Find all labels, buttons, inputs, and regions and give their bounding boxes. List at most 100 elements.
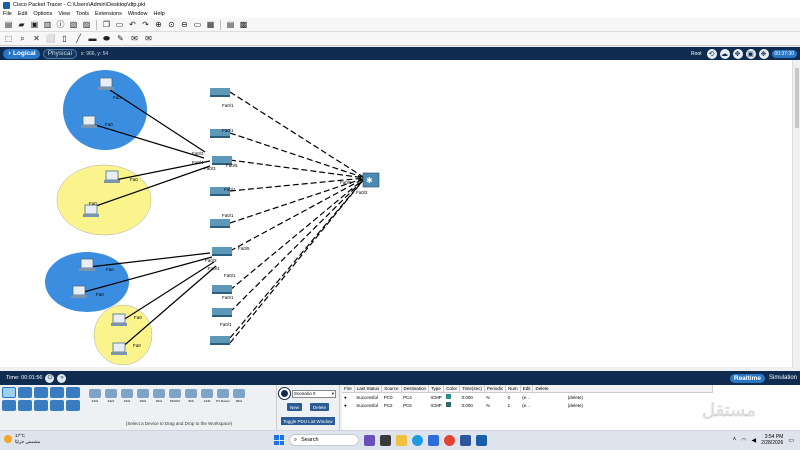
chevron-up-icon[interactable]: ˄ bbox=[732, 437, 737, 443]
switch-icon[interactable] bbox=[212, 247, 232, 256]
scenario-select[interactable]: Scenario 0 ▾ bbox=[292, 389, 336, 398]
fire-dot[interactable]: ● bbox=[344, 394, 347, 400]
new-icon[interactable]: ▤ bbox=[4, 19, 13, 29]
new-scenario-button[interactable]: New bbox=[287, 403, 303, 411]
menu-window[interactable]: Window bbox=[127, 11, 148, 17]
menu-edit[interactable]: Edit bbox=[17, 11, 28, 17]
wizard-icon[interactable]: ▧ bbox=[69, 19, 78, 29]
pc-icon[interactable] bbox=[98, 77, 114, 90]
device-item[interactable]: 4321 bbox=[104, 387, 118, 413]
task-view-icon[interactable] bbox=[364, 434, 375, 446]
device-item[interactable]: 2911 bbox=[152, 387, 166, 413]
palette-icon[interactable]: ▦ bbox=[206, 19, 215, 29]
viewport-icon[interactable]: ▣ bbox=[745, 48, 756, 59]
row-delete[interactable]: (delete) bbox=[567, 394, 583, 400]
note-icon[interactable]: ▯ bbox=[62, 33, 67, 43]
switch-icon[interactable] bbox=[210, 129, 230, 138]
pc-icon[interactable] bbox=[104, 170, 120, 183]
routers-subcategory[interactable] bbox=[2, 400, 16, 411]
line-icon[interactable]: ╱ bbox=[76, 33, 81, 43]
inspect-icon[interactable]: ⌕ bbox=[20, 33, 25, 43]
pc-icon[interactable] bbox=[83, 204, 99, 217]
switch-icon[interactable] bbox=[212, 285, 232, 294]
simulation-mode-button[interactable]: Simulation bbox=[768, 375, 797, 381]
store-icon[interactable] bbox=[428, 434, 439, 446]
fire-dot[interactable]: ● bbox=[344, 402, 347, 408]
resize-icon[interactable]: ⬜ bbox=[45, 33, 56, 43]
copy-icon[interactable]: ❐ bbox=[102, 19, 111, 29]
network-info-icon[interactable]: ▨ bbox=[82, 19, 91, 29]
select-icon[interactable]: ⬚ bbox=[4, 33, 13, 43]
connections-category[interactable] bbox=[50, 387, 64, 398]
device-item[interactable]: 1941 bbox=[120, 387, 134, 413]
scroll-thumb[interactable] bbox=[795, 68, 799, 128]
zoom-in-icon[interactable]: ⊕ bbox=[155, 19, 162, 29]
notification-icon[interactable]: ▭ bbox=[788, 437, 794, 444]
back-icon[interactable]: ⟲ bbox=[706, 48, 717, 59]
pc-icon[interactable] bbox=[79, 258, 95, 271]
switches-subcategory[interactable] bbox=[18, 400, 32, 411]
packet-tracer-icon[interactable] bbox=[476, 434, 487, 446]
app-icon-1[interactable] bbox=[380, 434, 391, 446]
wireless-subcategory[interactable] bbox=[50, 400, 64, 411]
logical-tab[interactable]: ◑ Logical bbox=[3, 48, 40, 59]
switch-icon[interactable] bbox=[210, 219, 230, 228]
zoom-out-icon[interactable]: ⊖ bbox=[181, 19, 188, 29]
edge-icon[interactable] bbox=[412, 434, 423, 446]
device-item[interactable]: 4331 bbox=[88, 387, 102, 413]
hubs-subcategory[interactable] bbox=[34, 400, 48, 411]
environment-icon[interactable]: ❋ bbox=[758, 48, 769, 59]
print-icon[interactable]: ▥ bbox=[43, 19, 52, 29]
switch-icon[interactable] bbox=[210, 336, 230, 345]
security-subcategory[interactable] bbox=[66, 400, 80, 411]
delete-scenario-button[interactable]: Delete bbox=[310, 403, 330, 411]
switch-icon[interactable] bbox=[210, 88, 230, 97]
device-item[interactable]: 1240 bbox=[200, 387, 214, 413]
chrome-icon[interactable] bbox=[444, 434, 455, 446]
network-devices-category[interactable] bbox=[2, 387, 16, 398]
row-delete[interactable]: (delete) bbox=[567, 402, 583, 408]
pdu-simple-icon[interactable]: ✉ bbox=[131, 33, 138, 43]
pc-icon[interactable] bbox=[111, 342, 127, 355]
realtime-mode-button[interactable]: Realtime bbox=[729, 373, 765, 383]
multilayer-switch-icon[interactable]: ✱ bbox=[362, 172, 380, 188]
horizontal-scrollbar[interactable] bbox=[0, 367, 800, 371]
redo-icon[interactable]: ↷ bbox=[142, 19, 149, 29]
weather-widget[interactable]: 17°C مشمس جزئيًا bbox=[4, 433, 40, 445]
save-icon[interactable]: ▣ bbox=[30, 19, 39, 29]
freeform-icon[interactable]: ✎ bbox=[117, 33, 124, 43]
menu-options[interactable]: Options bbox=[33, 11, 53, 17]
ellipse-icon[interactable]: ⬬ bbox=[103, 33, 110, 43]
device-item[interactable]: 819IOX bbox=[168, 387, 182, 413]
volume-icon[interactable]: ◀ bbox=[751, 437, 757, 444]
switch-icon[interactable] bbox=[210, 187, 230, 196]
pc-icon[interactable] bbox=[81, 115, 97, 128]
misc-category[interactable] bbox=[66, 387, 80, 398]
pdu-complex-icon[interactable]: ✉ bbox=[145, 33, 152, 43]
pc-icon[interactable] bbox=[111, 313, 127, 326]
screenshot-icon[interactable]: ▩ bbox=[239, 19, 248, 29]
taskbar-clock[interactable]: 3:54 PM 2/28/2026 bbox=[761, 434, 783, 446]
rect-icon[interactable]: ▭ bbox=[193, 19, 202, 29]
device-item[interactable]: PT-Router bbox=[216, 387, 230, 413]
word-icon[interactable] bbox=[460, 434, 471, 446]
end-devices-category[interactable] bbox=[18, 387, 32, 398]
device-item[interactable]: 2901 bbox=[136, 387, 150, 413]
open-icon[interactable]: ▰ bbox=[18, 19, 25, 29]
rectangle-icon[interactable]: ▬ bbox=[88, 33, 97, 43]
menu-help[interactable]: Help bbox=[153, 11, 165, 17]
toggle-pdu-list-button[interactable]: Toggle PDU List Window bbox=[281, 417, 335, 425]
file-explorer-icon[interactable] bbox=[396, 434, 407, 446]
menu-extensions[interactable]: Extensions bbox=[95, 11, 122, 17]
paste-icon[interactable]: ▭ bbox=[115, 19, 124, 29]
info-icon[interactable]: ⓘ bbox=[56, 19, 65, 29]
row-edit[interactable]: (e... bbox=[522, 402, 530, 408]
delete-icon[interactable]: ✕ bbox=[33, 33, 40, 43]
menu-file[interactable]: File bbox=[3, 11, 12, 17]
taskbar-search[interactable]: ⌕ Search bbox=[289, 434, 359, 446]
menu-tools[interactable]: Tools bbox=[76, 11, 89, 17]
vertical-scrollbar[interactable] bbox=[792, 60, 800, 367]
table-row[interactable]: ● Successful PC0 PC4 ICMP 0.000 N 0 (e..… bbox=[342, 393, 713, 402]
power-cycle-icon[interactable]: ⏻ bbox=[45, 373, 55, 383]
physical-tab[interactable]: Physical bbox=[42, 48, 77, 59]
